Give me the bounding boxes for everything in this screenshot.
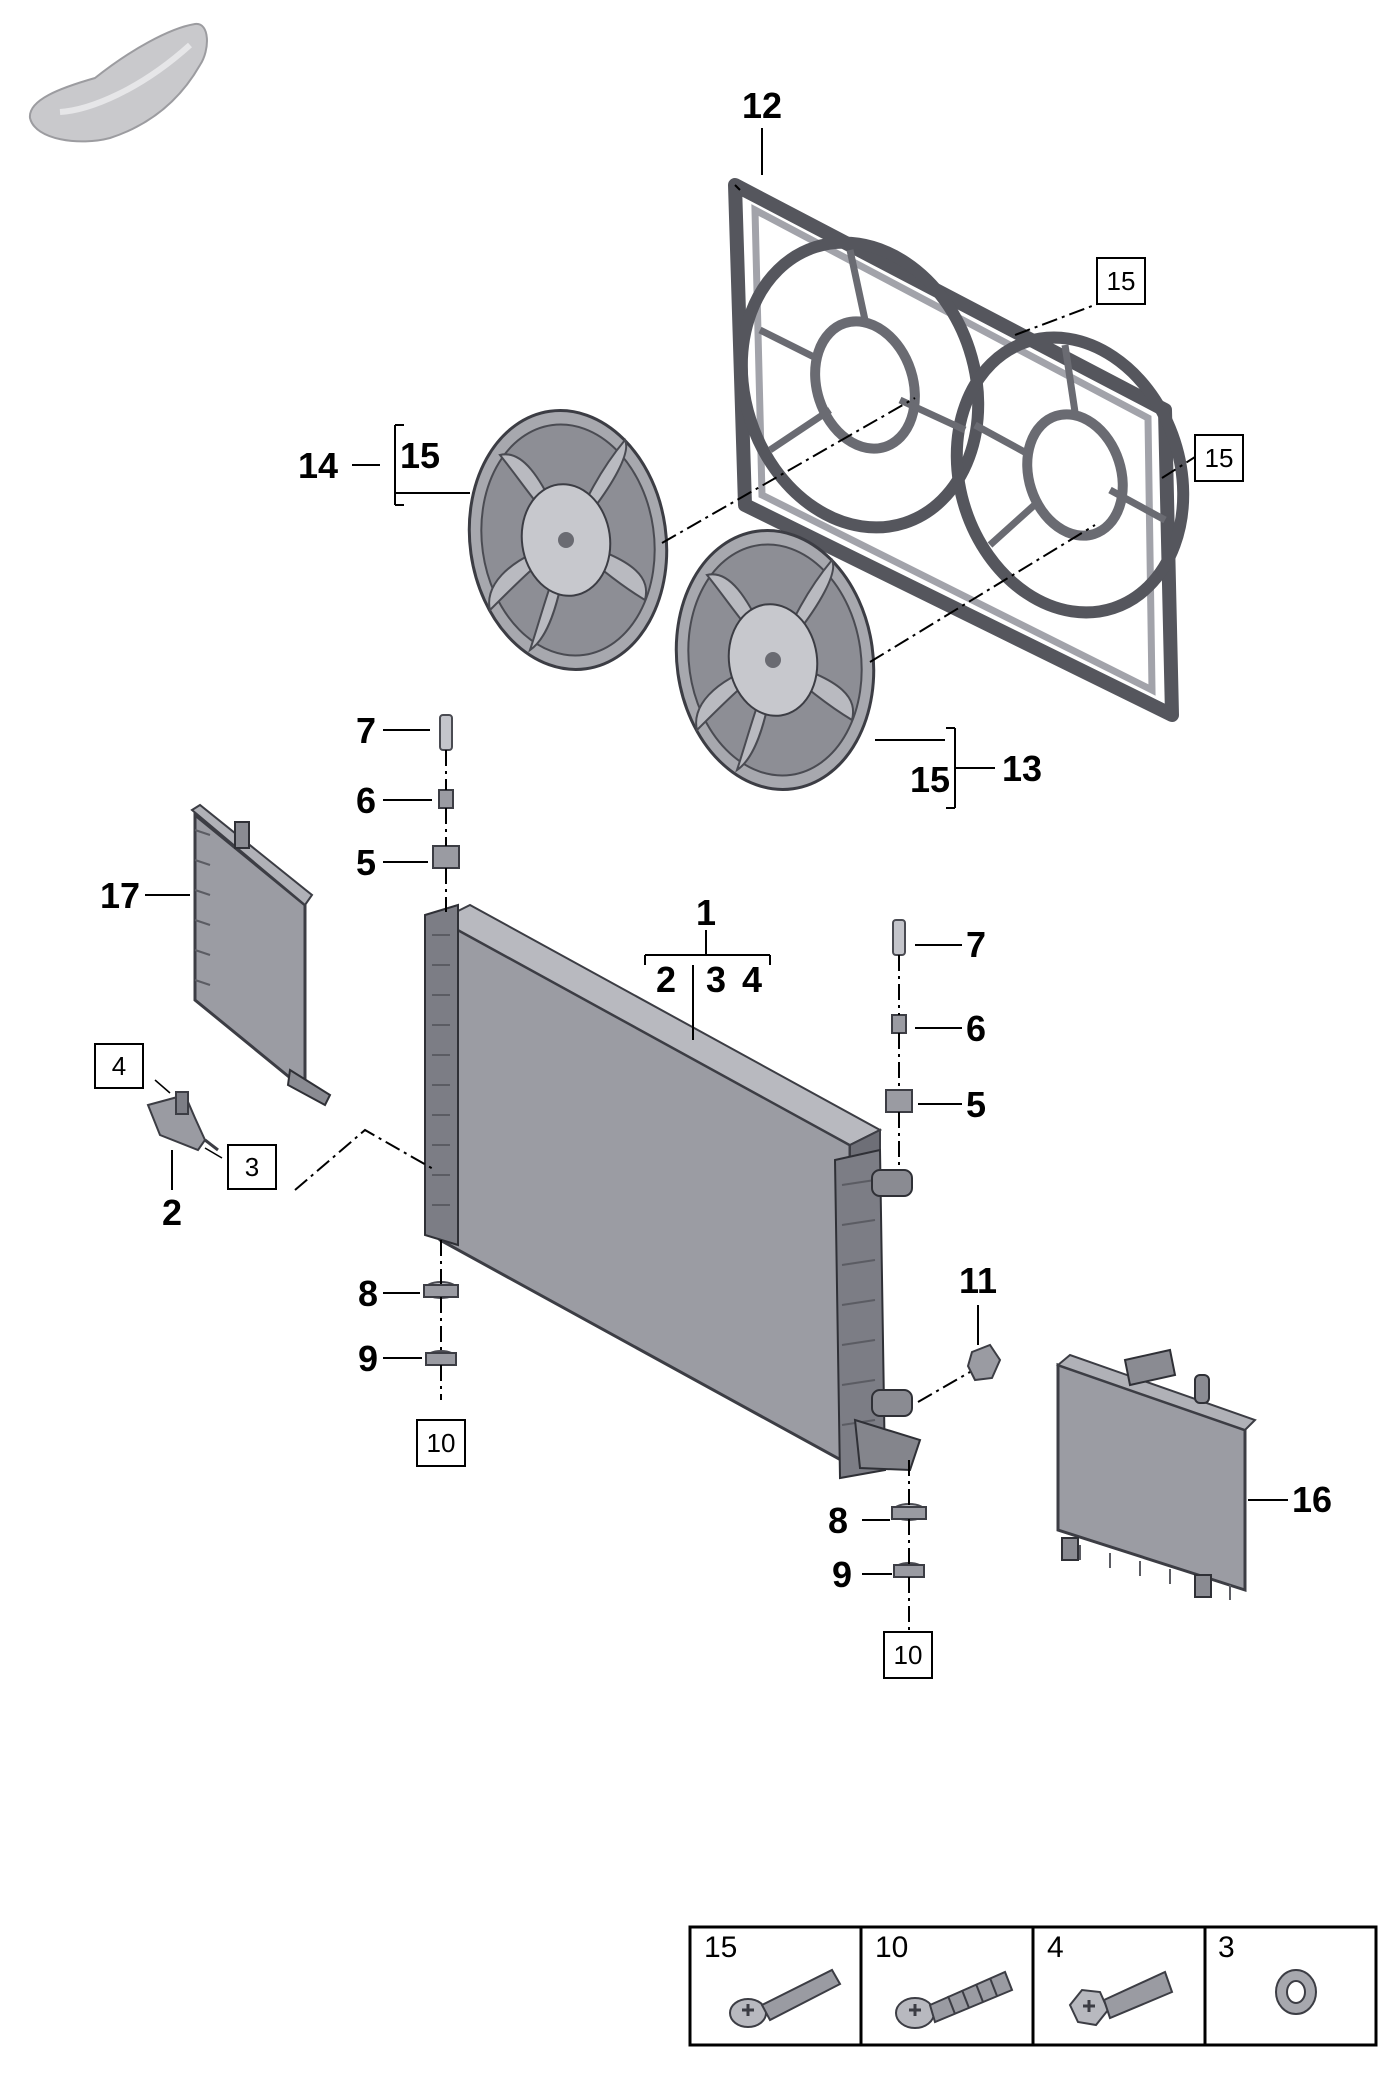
callout-1: 1	[696, 892, 716, 933]
boxed-ref-10-right: 10	[883, 1631, 933, 1679]
svg-text:4: 4	[112, 1051, 126, 1081]
washer-icon	[1275, 1969, 1317, 2015]
fan-icon-right	[674, 529, 876, 791]
svg-text:15: 15	[1107, 266, 1136, 296]
legend-label-10: 10	[875, 1931, 908, 1964]
callout-1-sub-2: 2	[656, 959, 676, 1000]
bolt-icon	[1068, 1970, 1174, 2027]
svg-text:10: 10	[894, 1640, 923, 1670]
svg-text:3: 3	[245, 1152, 259, 1182]
callout-7-right: 7	[966, 924, 986, 965]
callout-7-left: 7	[356, 710, 376, 751]
callout-6-left: 6	[356, 780, 376, 821]
callout-5-left: 5	[356, 842, 376, 883]
svg-text:15: 15	[1205, 443, 1234, 473]
callout-11: 11	[959, 1260, 997, 1301]
bushing-11	[966, 1343, 1002, 1382]
callout-17: 17	[100, 875, 140, 916]
radiator-icon-16	[1056, 1348, 1257, 1600]
callout-8-left: 8	[358, 1273, 378, 1314]
callout-15-left: 15	[400, 435, 440, 476]
callout-8-right: 8	[828, 1500, 848, 1541]
callout-1-sub-3: 3	[706, 959, 726, 1000]
callout-2: 2	[162, 1192, 182, 1233]
boxed-ref-3: 3	[227, 1144, 277, 1190]
svg-text:10: 10	[427, 1428, 456, 1458]
legend-label-15: 15	[704, 1931, 737, 1964]
callout-9-left: 9	[358, 1338, 378, 1379]
callout-12: 12	[742, 85, 782, 126]
legend-label-3: 3	[1218, 1931, 1235, 1964]
right-mount-stack	[885, 919, 927, 1578]
boxed-ref-15-top: 15	[1096, 257, 1146, 305]
screw-icon	[729, 1968, 842, 2028]
car-silhouette-icon	[28, 23, 208, 143]
callout-15-right: 15	[910, 759, 950, 800]
fastener-legend: 15 10 4 3	[688, 1925, 1378, 2047]
fan-shroud-frame	[728, 178, 1190, 722]
callout-9-right: 9	[832, 1554, 852, 1595]
fan-icon-left	[467, 409, 669, 671]
radiator-icon-main	[424, 903, 922, 1480]
callout-6-right: 6	[966, 1008, 986, 1049]
screw-icon-threaded	[895, 1970, 1014, 2029]
callout-5-right: 5	[966, 1084, 986, 1125]
radiator-icon-17	[190, 803, 332, 1107]
boxed-ref-4: 4	[94, 1043, 144, 1089]
boxed-ref-15-mid: 15	[1194, 434, 1244, 482]
legend-label-4: 4	[1047, 1931, 1064, 1964]
callout-14: 14	[298, 445, 338, 486]
boxed-ref-10-left: 10	[416, 1419, 466, 1467]
callout-16: 16	[1292, 1479, 1332, 1520]
callout-1-sub-4: 4	[742, 959, 762, 1000]
callout-13: 13	[1002, 748, 1042, 789]
temperature-sensor	[146, 1091, 219, 1152]
